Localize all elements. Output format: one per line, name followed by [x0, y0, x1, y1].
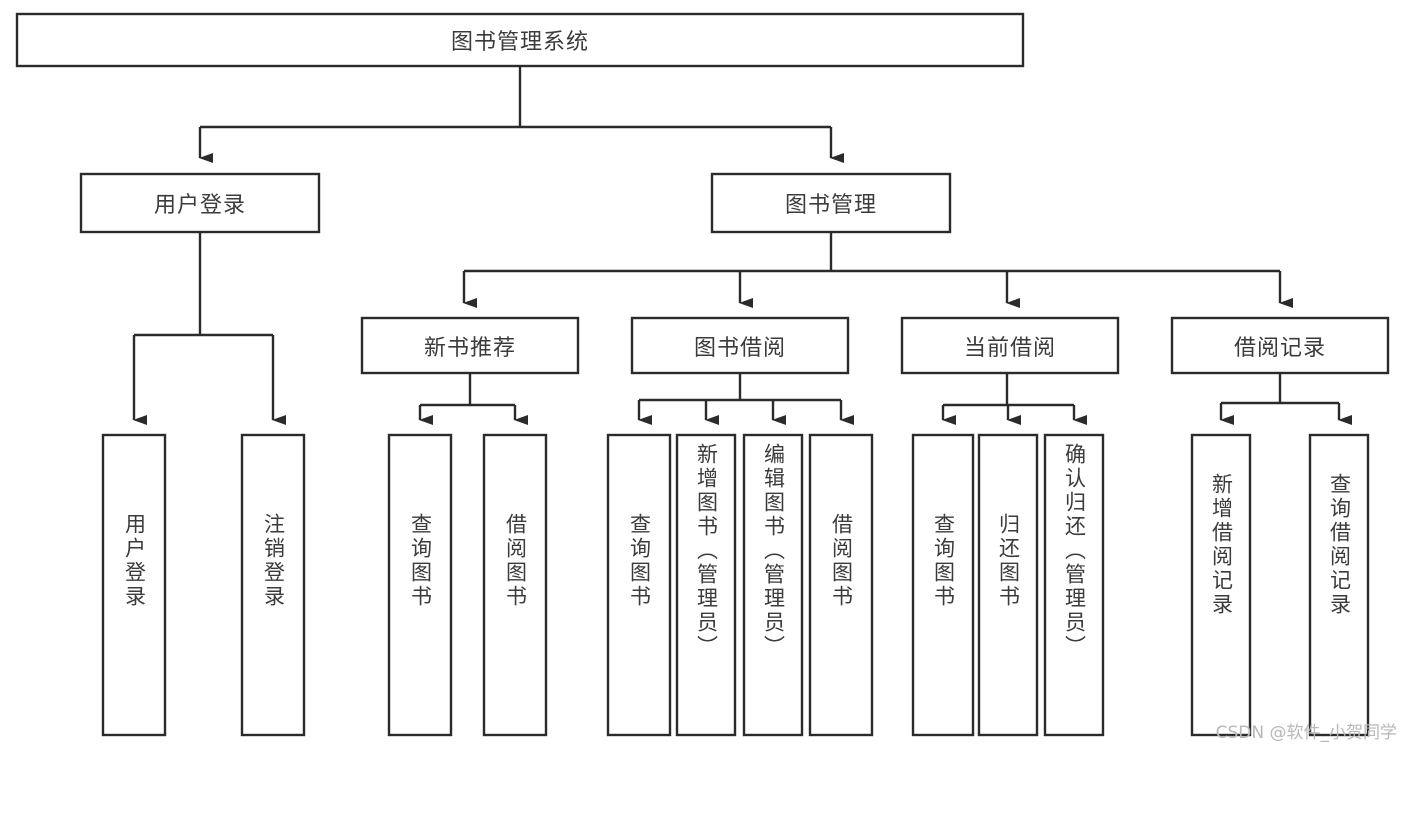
- node-leaf-query-book-3[interactable]: [911, 433, 975, 737]
- node-user-login[interactable]: [79, 172, 321, 234]
- node-leaf-borrow-book-1[interactable]: [482, 433, 548, 737]
- node-leaf-query-book-2[interactable]: [606, 433, 672, 737]
- node-leaf-user-logout[interactable]: [240, 433, 306, 737]
- node-root-system[interactable]: [15, 12, 1025, 68]
- node-book-management[interactable]: [710, 172, 952, 234]
- node-leaf-edit-book[interactable]: [742, 433, 804, 737]
- flowchart-canvas: 图书管理系统 用户登录 图书管理 新书推荐 图书借阅 当前借阅 借阅记录 用户登…: [15, 12, 1397, 743]
- node-leaf-query-record[interactable]: [1308, 433, 1370, 737]
- node-leaf-add-book[interactable]: [675, 433, 737, 737]
- node-leaf-query-book-1[interactable]: [387, 433, 453, 737]
- csdn-watermark: CSDN @软件_小贺同学: [1215, 723, 1397, 743]
- node-borrow-record[interactable]: [1170, 316, 1390, 375]
- node-new-book-recommend[interactable]: [360, 316, 580, 375]
- node-leaf-user-login[interactable]: [101, 433, 167, 737]
- node-leaf-add-record[interactable]: [1190, 433, 1252, 737]
- node-leaf-borrow-book-2[interactable]: [808, 433, 874, 737]
- flowchart-svg: [15, 12, 1390, 737]
- node-current-borrow[interactable]: [900, 316, 1120, 375]
- node-book-borrow[interactable]: [630, 316, 850, 375]
- node-leaf-confirm-return[interactable]: [1043, 433, 1105, 737]
- node-leaf-return-book[interactable]: [977, 433, 1039, 737]
